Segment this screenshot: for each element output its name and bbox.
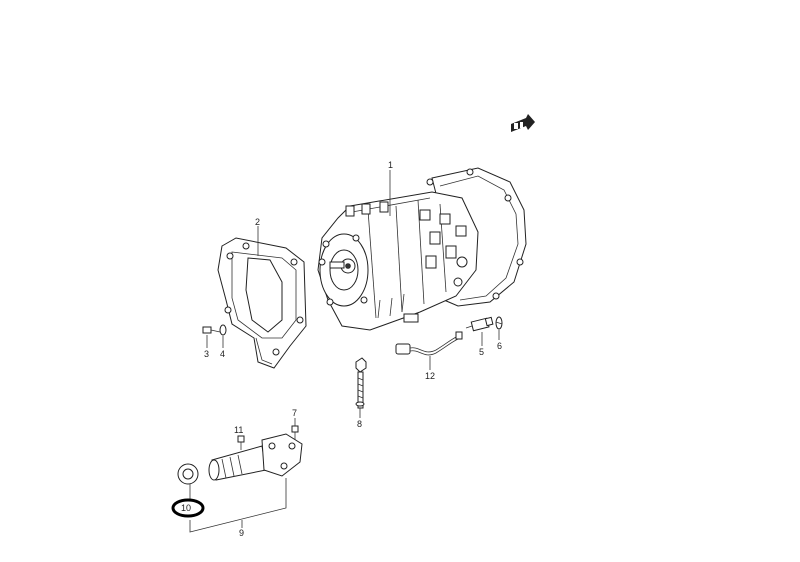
callout-5: 5 [479,347,484,357]
callout-8: 8 [357,419,362,429]
callout-1: 1 [388,160,393,170]
plug-6 [495,316,503,330]
callout-7: 7 [292,408,297,418]
output-shaft-9 [208,433,303,481]
front-arrow-icon [511,114,535,132]
callout-10: 10 [181,503,191,513]
bolt-3 [202,326,221,334]
callout-4: 4 [220,349,225,359]
callout-3: 3 [204,349,209,359]
callout-6: 6 [497,341,502,351]
extension-case [217,237,307,369]
wire-harness-12 [395,331,463,356]
washer-4 [219,324,227,336]
callout-2: 2 [255,217,260,227]
callout-9: 9 [239,528,244,538]
callout-12: 12 [425,371,435,381]
highlight-oval [171,498,205,518]
switch-5 [465,316,494,332]
bracket-line-9 [189,478,287,533]
stud-bolt-8 [355,357,367,409]
seal-10 [177,463,199,485]
bolt-11 [237,435,245,450]
callout-11: 11 [234,425,243,435]
transmission-case [317,167,527,331]
